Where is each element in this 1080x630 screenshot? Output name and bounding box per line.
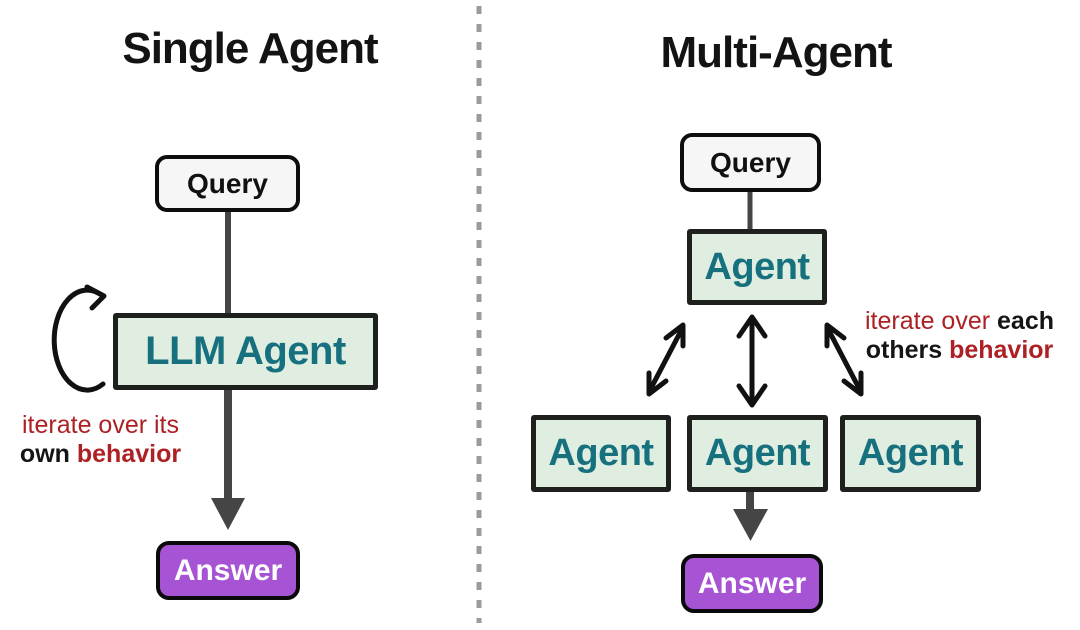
annotation-line-2: others behavior (865, 336, 1054, 364)
worker-agent-label: Agent (704, 432, 811, 474)
single-query-label: Query (187, 167, 268, 199)
llm-agent-label: LLM Agent (145, 329, 346, 373)
worker-agent-box-3: Agent (840, 415, 981, 492)
annotation-line-1: iterate over its (21, 411, 179, 439)
multi-answer-box: Answer (681, 554, 823, 613)
worker-agent-box-2: Agent (687, 415, 828, 492)
coordinator-agent-label: Agent (704, 245, 810, 288)
single-query-box: Query (155, 155, 300, 212)
bidirectional-arrow-left-icon (646, 322, 686, 397)
multi-agent-annotation: iterate over each others behavior (857, 307, 1062, 365)
multi-query-box: Query (680, 133, 821, 192)
annotation-line-2: own behavior (19, 440, 182, 468)
multi-agent-title: Multi-Agent (660, 28, 893, 77)
bidirectional-arrow-middle-icon (736, 314, 768, 408)
worker-agent-label: Agent (857, 432, 964, 474)
self-loop-arrow-icon (51, 284, 107, 393)
annotation-line-1: iterate over each (865, 307, 1054, 335)
bidirectional-arrow-right-icon (824, 322, 864, 397)
multi-answer-label: Answer (697, 566, 807, 600)
worker-agent-box-1: Agent (531, 415, 671, 492)
multi-query-label: Query (710, 146, 791, 178)
single-agent-title: Single Agent (122, 24, 378, 73)
coordinator-agent-box: Agent (687, 229, 827, 305)
llm-agent-box: LLM Agent (113, 313, 378, 390)
single-answer-label: Answer (173, 553, 283, 587)
single-agent-annotation: iterate over its own behavior (8, 411, 193, 469)
worker-agent-label: Agent (548, 432, 654, 474)
coordinator-to-answer-arrow-icon (733, 489, 768, 541)
single-answer-box: Answer (156, 541, 300, 600)
llm-to-answer-arrow-icon (211, 386, 245, 530)
